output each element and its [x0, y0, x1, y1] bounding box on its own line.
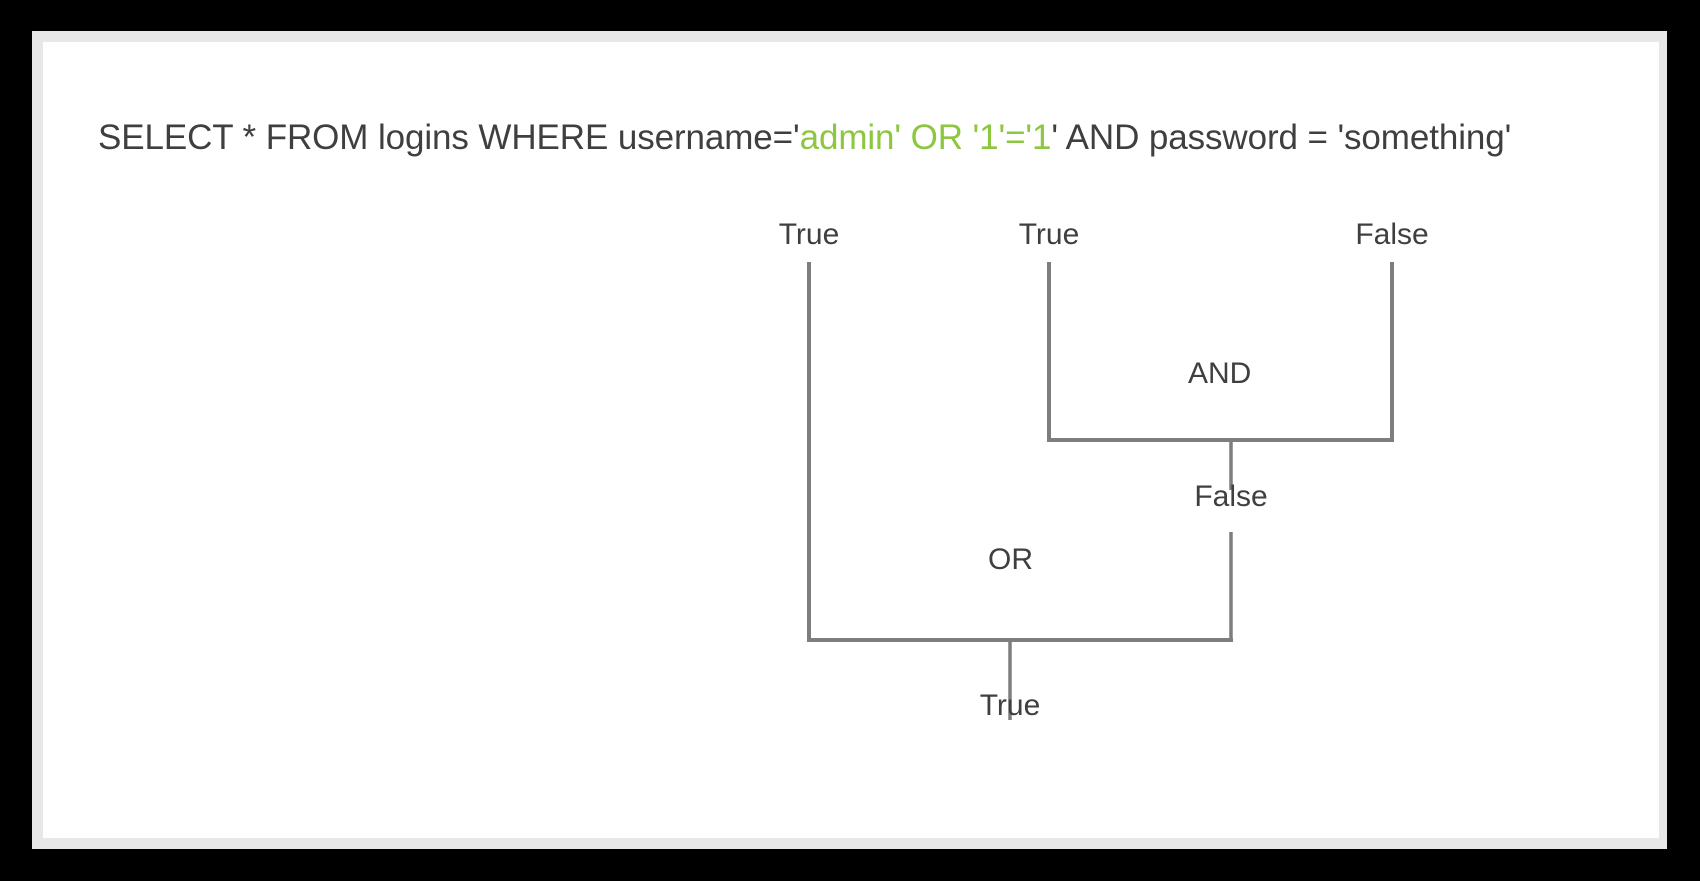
leaf-label-username-admin: True	[778, 218, 840, 251]
sql-injection-payload: admin' OR '1'='1	[799, 118, 1052, 157]
sql-query-suffix: ' AND password = 'something'	[1051, 118, 1512, 157]
operator-label-or: OR	[988, 543, 1033, 576]
leaf-label-password-something: False	[1355, 218, 1429, 251]
sql-query-prefix: SELECT * FROM logins WHERE username='	[98, 118, 800, 157]
leaf-label-one-equals-one: True	[1018, 218, 1080, 251]
operator-label-and: AND	[1188, 357, 1252, 390]
final-result-label-true: True	[979, 689, 1041, 722]
slide-canvas: SELECT * FROM logins WHERE username='adm…	[43, 42, 1659, 838]
intermediate-result-label-false: False	[1194, 480, 1268, 513]
boolean-evaluation-tree: True True False AND False OR True	[43, 42, 1659, 838]
tree-connector-lines	[807, 262, 1394, 720]
sql-query-line: SELECT * FROM logins WHERE username='adm…	[98, 116, 1511, 160]
